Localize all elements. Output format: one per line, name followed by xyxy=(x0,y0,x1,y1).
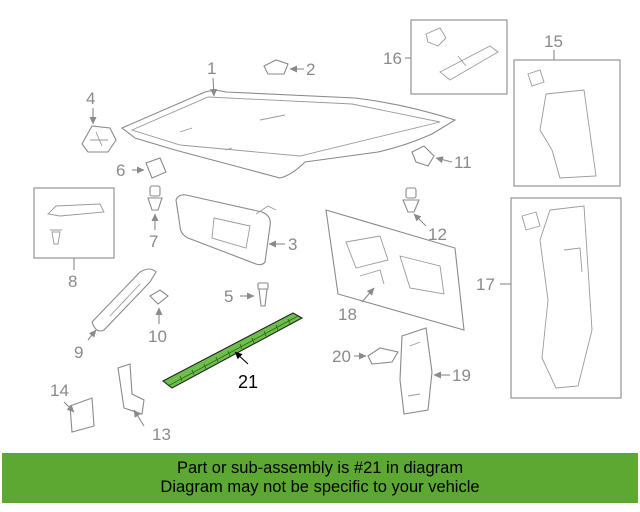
part-bracket-4 xyxy=(81,125,117,153)
svg-text:6: 6 xyxy=(116,161,125,180)
part-box-15 xyxy=(513,59,621,187)
callout-5: 5 xyxy=(224,287,255,306)
callout-21: 21 xyxy=(234,351,258,392)
callout-2: 2 xyxy=(289,60,315,79)
part-clip-11 xyxy=(411,145,435,167)
part-box-8 xyxy=(33,187,115,259)
svg-text:19: 19 xyxy=(452,366,471,385)
part-pad-10 xyxy=(149,289,169,305)
callout-15: 15 xyxy=(544,32,563,60)
part-bracket-13 xyxy=(117,363,145,415)
callout-14: 14 xyxy=(50,381,75,413)
svg-text:4: 4 xyxy=(86,89,95,108)
part-screw-7 xyxy=(147,185,163,211)
svg-text:5: 5 xyxy=(224,287,233,306)
svg-text:2: 2 xyxy=(306,60,315,79)
part-screw-5 xyxy=(257,282,269,307)
callout-8: 8 xyxy=(68,258,77,291)
parts-diagram: 1 2 4 6 7 8 xyxy=(33,19,622,444)
callout-17: 17 xyxy=(476,275,511,294)
part-screw-12 xyxy=(402,187,420,213)
svg-text:14: 14 xyxy=(50,381,69,400)
part-box-17 xyxy=(510,197,622,399)
svg-text:21: 21 xyxy=(238,372,258,392)
callout-10: 10 xyxy=(148,307,167,346)
svg-text:7: 7 xyxy=(149,232,158,251)
svg-text:13: 13 xyxy=(152,425,171,444)
svg-text:16: 16 xyxy=(383,49,402,68)
part-bracket-14 xyxy=(69,397,95,433)
callout-4: 4 xyxy=(86,89,97,125)
svg-text:8: 8 xyxy=(68,272,77,291)
svg-text:11: 11 xyxy=(454,153,472,172)
svg-text:18: 18 xyxy=(338,305,357,324)
part-pad-20 xyxy=(367,347,399,365)
part-grab-handle xyxy=(91,268,157,332)
part-headliner xyxy=(120,89,457,179)
svg-text:1: 1 xyxy=(207,59,216,78)
callout-3: 3 xyxy=(268,235,297,254)
callout-7: 7 xyxy=(149,213,159,251)
callout-12: 12 xyxy=(413,213,447,244)
svg-text:12: 12 xyxy=(428,225,447,244)
callout-13: 13 xyxy=(133,409,171,444)
part-21-trim-strip xyxy=(161,312,304,389)
callout-20: 20 xyxy=(332,347,367,366)
callout-19: 19 xyxy=(433,366,471,385)
part-sun-visor xyxy=(175,194,277,266)
callout-6: 6 xyxy=(116,161,145,180)
callout-16: 16 xyxy=(383,49,411,68)
svg-text:3: 3 xyxy=(288,235,297,254)
svg-text:15: 15 xyxy=(544,32,563,51)
svg-text:9: 9 xyxy=(74,343,83,362)
part-trim-19 xyxy=(399,327,433,415)
svg-text:10: 10 xyxy=(148,327,167,346)
callout-1: 1 xyxy=(207,59,218,97)
part-clip-2 xyxy=(263,59,289,75)
callout-18: 18 xyxy=(338,287,375,324)
banner-line-part: Part or sub-assembly is #21 in diagram xyxy=(176,459,464,477)
svg-text:20: 20 xyxy=(332,347,351,366)
callout-11: 11 xyxy=(435,153,472,172)
info-banner: Part or sub-assembly is #21 in diagram D… xyxy=(2,453,638,503)
part-clip-6 xyxy=(145,157,167,179)
svg-text:17: 17 xyxy=(476,275,495,294)
part-panel-18 xyxy=(325,209,465,331)
callout-9: 9 xyxy=(74,329,97,362)
part-box-16 xyxy=(410,19,508,95)
banner-line-disclaimer: Diagram may not be specific to your vehi… xyxy=(160,478,480,496)
